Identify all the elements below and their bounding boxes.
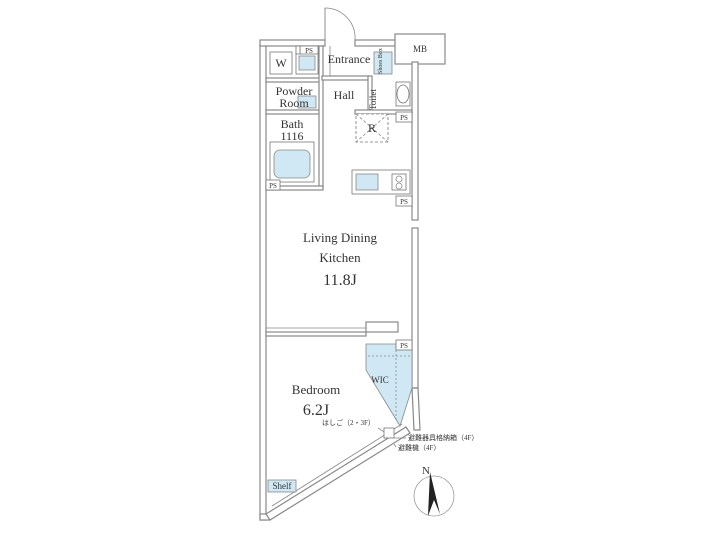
room-label-bath-2: 1116: [280, 129, 303, 143]
powder-sink: [297, 95, 317, 109]
room-label-toilet: Toilet: [368, 89, 378, 110]
ps-label: PS: [400, 198, 408, 206]
room-label-bedroom-size: 6.2J: [303, 402, 329, 419]
note-escape-device: 避難機（4F）: [398, 443, 440, 452]
shoes-box: [373, 51, 393, 75]
room-label-powder-1: Powder: [276, 84, 313, 98]
washer: [269, 51, 319, 75]
room-label-powder-2: Room: [279, 96, 309, 110]
ps-label: PS: [269, 182, 277, 190]
compass-label: N: [422, 465, 430, 477]
entrance-door: [324, 7, 356, 41]
room-label-wic: WIC: [371, 375, 389, 385]
room-label-hall: Hall: [334, 88, 355, 102]
ps-label: PS: [305, 47, 313, 55]
room-label-w: W: [275, 56, 287, 70]
bathtub: [269, 141, 315, 183]
escape-box-symbol: [383, 427, 395, 439]
walk-in-closet: [365, 343, 413, 427]
room-label-ldk-1: Living Dining: [303, 230, 378, 245]
ps-label: PS: [400, 114, 408, 122]
room-label-mb: MB: [413, 44, 427, 54]
room-label-shoes-box: Shoes Box: [378, 48, 384, 74]
north-arrow-icon: N: [413, 465, 455, 517]
outer-walls: [259, 33, 446, 521]
room-label-ldk-size: 11.8J: [323, 272, 357, 289]
room-label-bedroom: Bedroom: [292, 382, 340, 397]
room-label-bath-1: Bath: [281, 117, 304, 131]
note-ladder: はしご（2・3F）: [322, 418, 375, 427]
room-label-r: R: [368, 121, 376, 135]
interior-walls: [265, 45, 413, 337]
note-escape-box: 避難器具格納箱（4F）: [408, 433, 478, 442]
toilet-fixture: [395, 81, 411, 107]
shelf: [267, 479, 297, 493]
refrigerator-space: [355, 113, 389, 143]
room-label-entrance: Entrance: [328, 52, 371, 66]
pipe-spaces: [265, 45, 413, 351]
room-label-shelf: Shelf: [273, 481, 292, 491]
note-leader: [393, 443, 397, 448]
kitchen-counter: [351, 169, 411, 195]
room-label-ldk-2: Kitchen: [319, 250, 361, 265]
ps-label: PS: [400, 342, 408, 350]
